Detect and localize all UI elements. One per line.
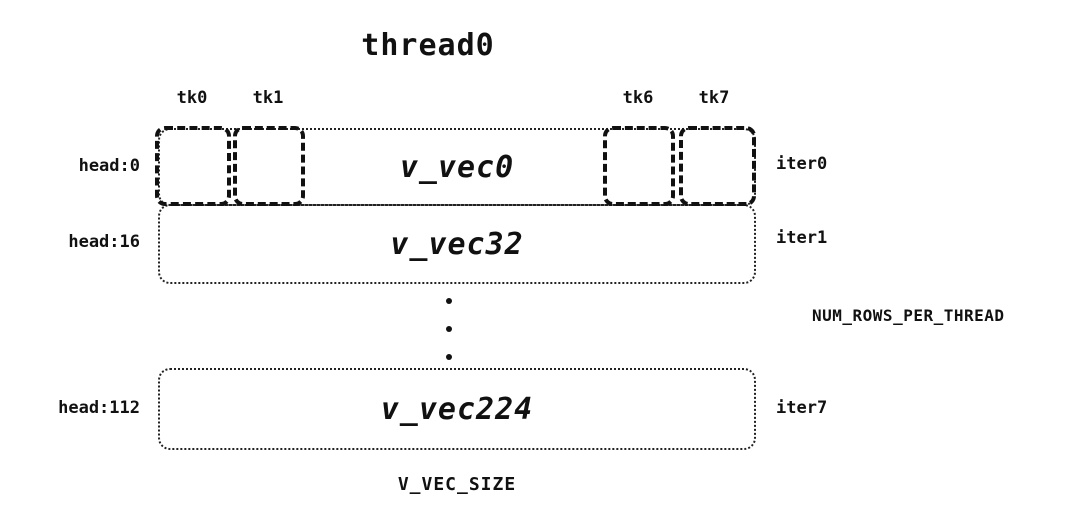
tk1-box	[233, 126, 305, 206]
vvec0-label: v_vec0	[399, 149, 515, 185]
vvec32-label: v_vec32	[390, 226, 524, 262]
tk7-label: tk7	[698, 88, 730, 108]
iter1-label: iter1	[776, 228, 828, 248]
vertical-ellipsis	[444, 298, 454, 360]
num-rows-per-thread-label: NUM_ROWS_PER_THREAD	[812, 306, 1005, 325]
ellipsis-dot	[446, 298, 452, 304]
tk6-box	[603, 126, 675, 206]
vvec224-row-box: v_vec224	[158, 368, 756, 450]
iter0-label: iter0	[776, 154, 828, 174]
tk0-label: tk0	[176, 88, 208, 108]
head-112-label: head:112	[58, 398, 140, 418]
iter7-label: iter7	[776, 398, 828, 418]
v-vec-size-label: V_VEC_SIZE	[397, 474, 517, 495]
diagram-title: thread0	[361, 28, 495, 63]
tk1-label: tk1	[252, 88, 284, 108]
vvec32-row-box: v_vec32	[158, 204, 756, 284]
ellipsis-dot	[446, 354, 452, 360]
tk0-box	[155, 126, 231, 206]
head-0-label: head:0	[78, 156, 140, 176]
vvec224-label: v_vec224	[380, 391, 534, 427]
ellipsis-dot	[446, 326, 452, 332]
tk6-label: tk6	[622, 88, 654, 108]
head-16-label: head:16	[68, 232, 140, 252]
tk7-box	[679, 126, 756, 206]
